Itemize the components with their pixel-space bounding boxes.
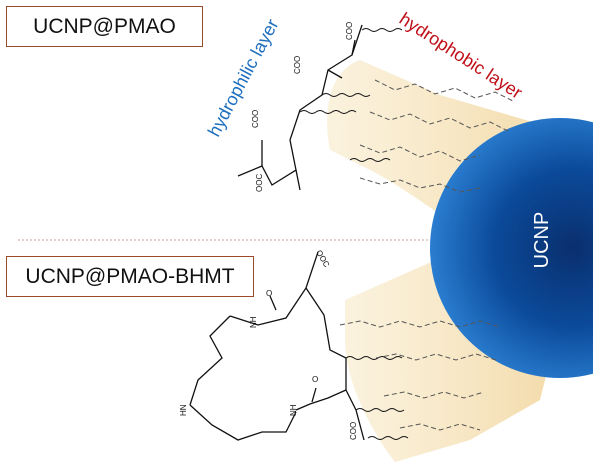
ucnp-pmao-bhmt-text: UCNP@PMAO-BHMT bbox=[25, 264, 235, 288]
pmao-backbone-top bbox=[237, 24, 363, 191]
nh-label: NH bbox=[289, 404, 298, 416]
lipid-chains-bottom bbox=[339, 320, 501, 431]
o-label: O bbox=[312, 375, 318, 384]
ooc-label: OOC bbox=[314, 249, 331, 269]
ooc-label: OOC bbox=[255, 174, 264, 192]
coo-label: COO bbox=[349, 422, 358, 440]
ucnp-pmao-bhmt-label: UCNP@PMAO-BHMT bbox=[6, 256, 254, 297]
ucnp-particle bbox=[430, 118, 593, 378]
coo-label: COO bbox=[293, 56, 302, 74]
ucnp-pmao-text: UCNP@PMAO bbox=[33, 14, 176, 38]
o-label: O bbox=[266, 289, 272, 298]
lipid-chains-top bbox=[359, 79, 516, 193]
nh-label: NH bbox=[249, 316, 258, 328]
coo-label: COO bbox=[345, 22, 354, 40]
alkyl-chains-top bbox=[299, 28, 403, 162]
coo-label: COO bbox=[251, 110, 260, 128]
hn-label: HN bbox=[179, 404, 188, 416]
alkyl-chains-bottom bbox=[345, 356, 409, 440]
pmao-backbone-bottom bbox=[189, 251, 365, 441]
ucnp-particle-label: UCNP bbox=[531, 212, 553, 269]
hydrophilic-layer-label: hydrophilic layer bbox=[204, 16, 283, 140]
ucnp-pmao-label: UCNP@PMAO bbox=[6, 6, 203, 47]
